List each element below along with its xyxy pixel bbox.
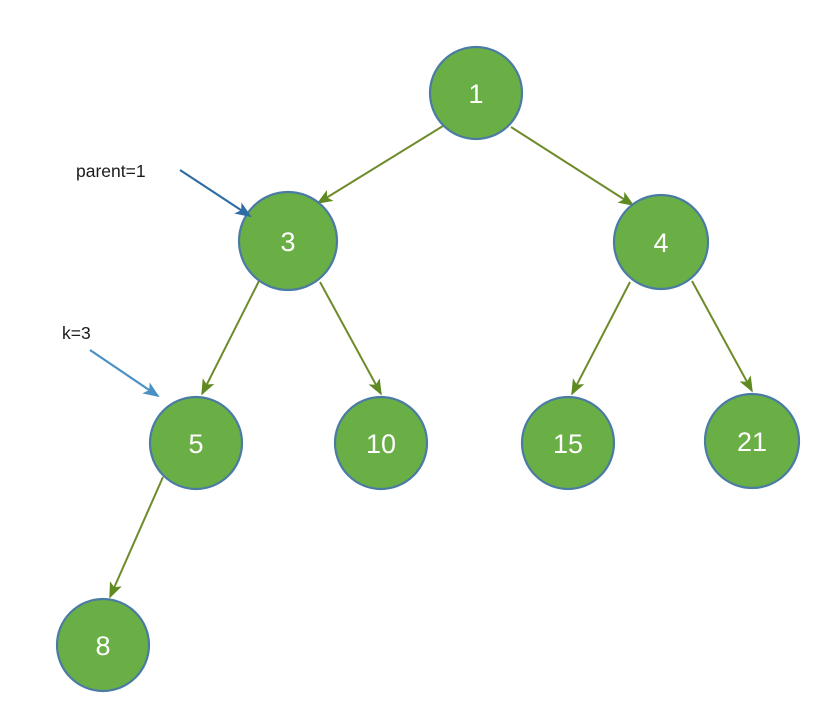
- node-label-1: 1: [468, 79, 483, 109]
- annotation-arrow-parent: [179, 169, 252, 218]
- node-circle-4[interactable]: [612, 193, 710, 291]
- tree-node-1[interactable]: 1: [428, 45, 524, 141]
- node-label-5: 5: [188, 429, 203, 459]
- edge-4-to-21: [691, 280, 753, 393]
- tree-node-15[interactable]: 15: [520, 395, 616, 491]
- tree-node-4[interactable]: 4: [612, 193, 710, 291]
- node-circle-15[interactable]: [520, 395, 616, 491]
- node-circle-5[interactable]: [148, 395, 244, 491]
- tree-node-10[interactable]: 10: [333, 395, 429, 491]
- tree-node-21[interactable]: 21: [703, 392, 801, 490]
- annotation-arrow-k: [89, 349, 160, 398]
- tree-nodes-group: 1 3 4 5 10 15: [55, 45, 801, 693]
- edge-5-to-8: [109, 476, 164, 599]
- node-label-10: 10: [366, 429, 396, 459]
- tree-node-8[interactable]: 8: [55, 597, 151, 693]
- node-label-8: 8: [95, 631, 110, 661]
- edge-3-to-5: [201, 280, 260, 396]
- annotation-label-parent: parent=1: [76, 161, 146, 181]
- node-label-4: 4: [653, 228, 668, 258]
- node-circle-1[interactable]: [428, 45, 524, 141]
- node-label-15: 15: [553, 429, 583, 459]
- tree-edges-group: [109, 125, 753, 599]
- edge-4-to-15: [571, 281, 631, 396]
- node-circle-10[interactable]: [333, 395, 429, 491]
- node-label-21: 21: [737, 427, 767, 457]
- node-circle-3[interactable]: [237, 190, 339, 292]
- annotation-label-k: k=3: [62, 323, 91, 343]
- node-circle-8[interactable]: [55, 597, 151, 693]
- edge-1-to-3: [316, 125, 444, 204]
- edge-3-to-10: [319, 281, 382, 396]
- edge-1-to-4: [510, 126, 635, 206]
- annotations-group: parent=1 k=3: [62, 161, 252, 398]
- node-circle-21[interactable]: [703, 392, 801, 490]
- tree-node-3[interactable]: 3: [237, 190, 339, 292]
- node-label-3: 3: [280, 227, 295, 257]
- tree-node-5[interactable]: 5: [148, 395, 244, 491]
